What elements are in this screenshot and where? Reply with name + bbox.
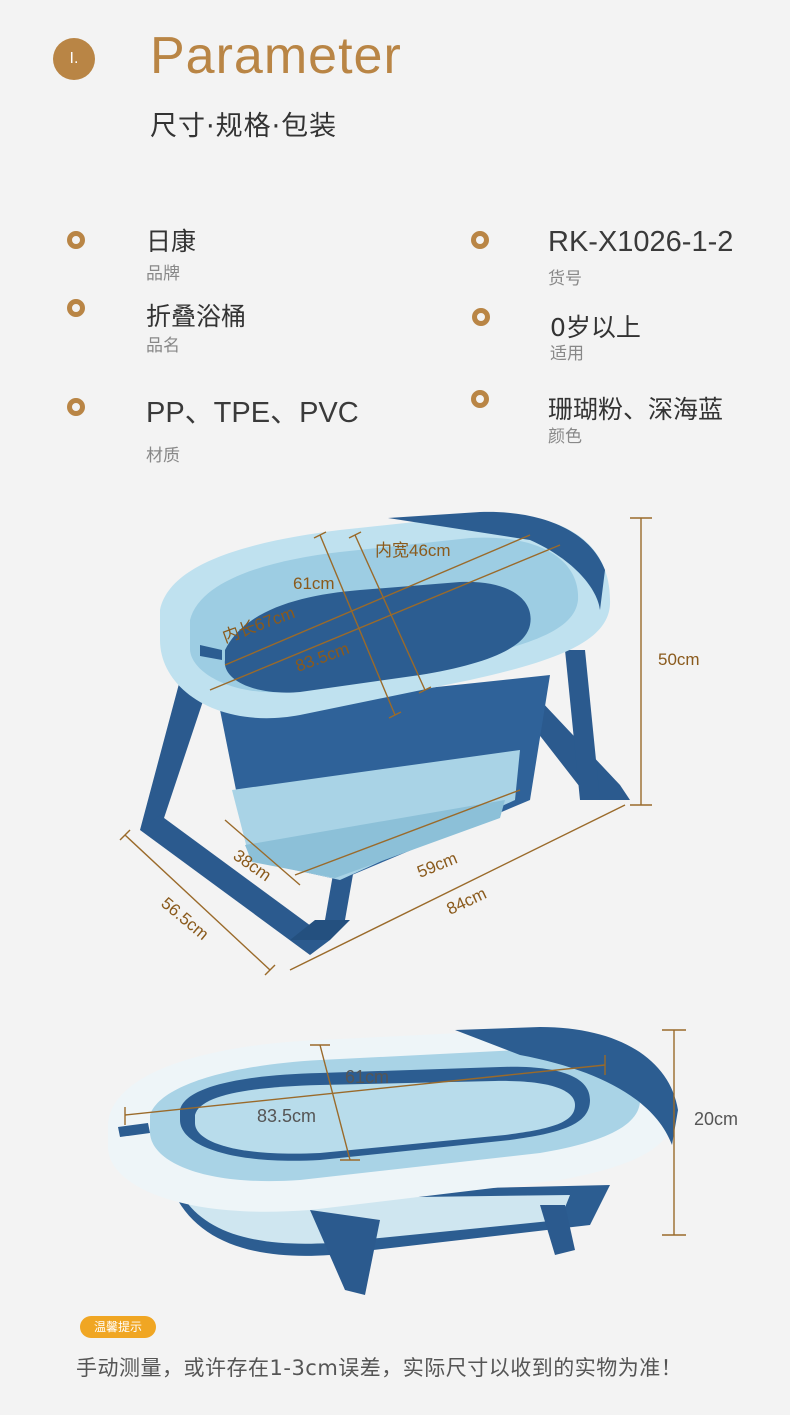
tub-upright-diagram: 内宽46cm 61cm 内长67cm 83.5cm 50cm 38cm 59cm… [119,511,700,976]
tip-badge: 温馨提示 [80,1316,156,1338]
bullet-icon [472,308,490,326]
spec-color-value: 珊瑚粉、深海蓝 [548,395,724,424]
tub-folded-diagram: 61cm 83.5cm 20cm [107,1027,738,1295]
spec-name-label: 品名 [146,336,180,356]
dimension-lines [119,517,652,976]
label-height-20: 20cm [694,1109,738,1129]
spec-model-value: RK-X1026-1-2 [548,226,734,258]
bullet-icon [471,390,489,408]
label-base-59: 59cm [414,849,460,882]
bullet-icon [67,231,85,249]
spec-age-value: 0岁以上 [550,313,641,342]
label-side-565: 56.5cm [157,894,212,944]
dimension-lines [124,1029,686,1236]
bullet-icon [67,299,85,317]
tip-text: 手动测量，或许存在1-3cm误差，实际尺寸以收到的实物为准！ [76,1356,683,1380]
page-subtitle: 尺寸·规格·包装 [150,111,338,142]
spec-model-label: 货号 [548,269,582,289]
label-inner-width: 内宽46cm [375,541,451,560]
label-base-84: 84cm [444,884,490,919]
label-height-50: 50cm [658,650,700,669]
page-title: Parameter [150,27,402,85]
dimension-labels: 61cm 83.5cm 20cm [257,1067,738,1129]
folded-tub [107,1027,678,1295]
spec-material-label: 材质 [146,446,180,466]
spec-material-value: PP、TPE、PVC [146,397,359,429]
bullet-icon [471,231,489,249]
spec-name-value: 折叠浴桶 [146,302,247,331]
bullet-icon [67,398,85,416]
spec-brand-label: 品牌 [146,264,180,284]
tub-rim [160,511,611,719]
label-width-61: 61cm [293,574,335,593]
spec-color-label: 颜色 [548,427,582,447]
section-badge: I. [53,38,95,80]
spec-age-label: 适用 [550,344,584,364]
label-length-835: 83.5cm [257,1106,316,1126]
dimension-labels: 内宽46cm 61cm 内长67cm 83.5cm 50cm 38cm 59cm… [157,541,699,944]
spec-brand-value: 日康 [146,227,197,256]
label-width-61: 61cm [345,1067,389,1087]
